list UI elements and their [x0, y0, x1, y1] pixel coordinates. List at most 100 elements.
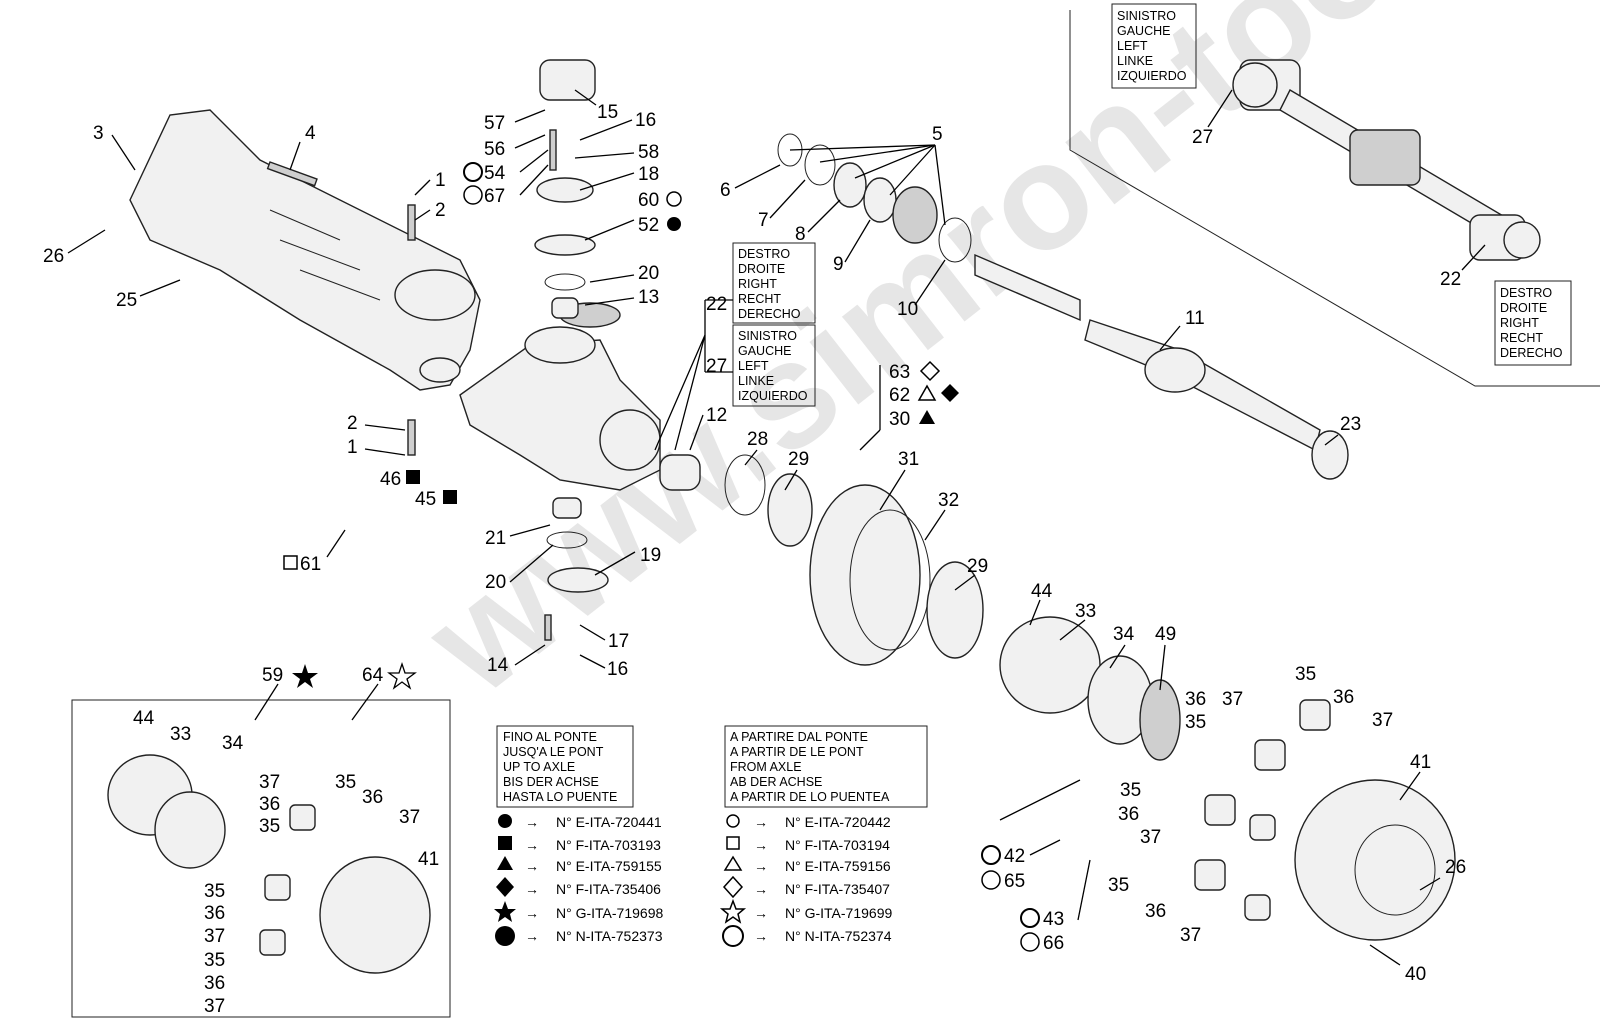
svg-text:65: 65 — [1004, 871, 1025, 892]
svg-text:37: 37 — [204, 996, 225, 1017]
svg-text:36: 36 — [259, 794, 280, 815]
svg-text:56: 56 — [484, 139, 505, 160]
svg-text:46: 46 — [380, 469, 401, 490]
svg-text:N° E-ITA-720441: N° E-ITA-720441 — [556, 814, 662, 830]
svg-text:18: 18 — [638, 164, 659, 185]
svg-text:31: 31 — [898, 449, 919, 470]
svg-text:N° F-ITA-703193: N° F-ITA-703193 — [556, 837, 661, 853]
svg-text:42: 42 — [1004, 846, 1025, 867]
filled-square-icon — [498, 836, 512, 850]
svg-text:LINKE: LINKE — [1117, 54, 1153, 68]
hub-assembly — [659, 454, 1181, 761]
svg-text:N° G-ITA-719699: N° G-ITA-719699 — [785, 905, 892, 921]
svg-text:37: 37 — [1180, 925, 1201, 946]
svg-text:→: → — [754, 881, 768, 897]
circled-open-star-icon — [722, 925, 744, 947]
svg-text:7: 7 — [758, 210, 769, 231]
svg-text:4: 4 — [305, 123, 316, 144]
svg-text:35: 35 — [1185, 712, 1206, 733]
svg-text:FINO AL PONTE: FINO AL PONTE — [503, 730, 597, 744]
axle-overview-inset: SINISTRO GAUCHE LEFT LINKE IZQUIERDO DES… — [1069, 3, 1600, 387]
svg-text:14: 14 — [487, 655, 509, 676]
svg-text:→: → — [754, 928, 768, 944]
mid-left-box: SINISTRO GAUCHE LEFT LINKE IZQUIERDO — [738, 329, 808, 403]
open-triangle-icon — [723, 855, 743, 871]
planet-carrier-right — [1294, 779, 1456, 941]
svg-text:N° N-ITA-752374: N° N-ITA-752374 — [785, 928, 892, 944]
svg-text:35: 35 — [335, 772, 356, 793]
svg-text:59: 59 — [262, 665, 283, 686]
lower-inset-parts — [107, 754, 431, 974]
svg-text:54: 54 — [484, 163, 506, 184]
svg-text:29: 29 — [788, 449, 809, 470]
svg-text:36: 36 — [1185, 689, 1206, 710]
svg-text:37: 37 — [1372, 710, 1393, 731]
svg-text:IZQUIERDO: IZQUIERDO — [1117, 69, 1187, 83]
axle-housing — [129, 109, 481, 391]
svg-text:→: → — [525, 858, 539, 874]
svg-text:FROM AXLE: FROM AXLE — [730, 760, 802, 774]
filled-triangle-icon — [497, 856, 513, 870]
filled-diamond-icon — [496, 877, 514, 897]
svg-text:57: 57 — [484, 113, 505, 134]
legend-right: → → → → → → N° E-ITA-720442 N° F-ITA-703… — [719, 814, 892, 947]
drive-shaft — [974, 253, 1349, 480]
svg-text:N° F-ITA-735407: N° F-ITA-735407 — [785, 881, 890, 897]
svg-text:A PARTIR DE LO PUENTEA: A PARTIR DE LO PUENTEA — [730, 790, 890, 804]
axle-overview-drawing — [1232, 59, 1541, 261]
circled-star-icon — [495, 926, 515, 946]
svg-text:67: 67 — [484, 186, 505, 207]
callout-27: 27 — [1192, 127, 1213, 148]
svg-text:→: → — [525, 905, 539, 921]
svg-text:DERECHO: DERECHO — [738, 307, 801, 321]
open-square-icon — [726, 836, 740, 850]
svg-text:28: 28 — [747, 429, 768, 450]
svg-text:2: 2 — [435, 200, 446, 221]
svg-text:1: 1 — [347, 437, 358, 458]
svg-text:35: 35 — [204, 881, 225, 902]
svg-text:26: 26 — [43, 246, 64, 267]
svg-text:17: 17 — [608, 631, 629, 652]
svg-text:61: 61 — [300, 554, 321, 575]
svg-text:RIGHT: RIGHT — [1500, 316, 1539, 330]
svg-text:→: → — [525, 928, 539, 944]
svg-text:44: 44 — [133, 708, 155, 729]
svg-text:37: 37 — [259, 772, 280, 793]
svg-text:N° E-ITA-759156: N° E-ITA-759156 — [785, 858, 891, 874]
partire-box: A PARTIRE DAL PONTE A PARTIR DE LE PONT … — [730, 730, 890, 804]
svg-text:JUSQ'A LE PONT: JUSQ'A LE PONT — [503, 745, 604, 759]
svg-text:21: 21 — [485, 528, 506, 549]
svg-text:30: 30 — [889, 409, 910, 430]
svg-text:35: 35 — [1295, 664, 1316, 685]
svg-text:DESTRO: DESTRO — [738, 247, 790, 261]
svg-text:36: 36 — [1333, 687, 1354, 708]
svg-text:DERECHO: DERECHO — [1500, 346, 1563, 360]
fino-box: FINO AL PONTE JUSQ'A LE PONT UP TO AXLE … — [503, 730, 617, 804]
svg-text:N° N-ITA-752373: N° N-ITA-752373 — [556, 928, 663, 944]
svg-text:3: 3 — [93, 123, 104, 144]
svg-text:A PARTIRE DAL PONTE: A PARTIRE DAL PONTE — [730, 730, 868, 744]
svg-text:37: 37 — [1140, 827, 1161, 848]
svg-text:60: 60 — [638, 190, 659, 211]
svg-text:1: 1 — [435, 170, 446, 191]
svg-text:64: 64 — [362, 665, 384, 686]
svg-text:35: 35 — [204, 950, 225, 971]
callout-22-mid: 22 — [706, 294, 727, 315]
planetary-gears-right — [1194, 699, 1331, 921]
svg-text:HASTA LO PUENTE: HASTA LO PUENTE — [503, 790, 617, 804]
callout-22: 22 — [1440, 269, 1461, 290]
svg-text:→: → — [754, 905, 768, 921]
svg-text:LINKE: LINKE — [738, 374, 774, 388]
lower-left-inset — [71, 699, 451, 1018]
svg-text:13: 13 — [638, 287, 659, 308]
svg-text:10: 10 — [897, 299, 918, 320]
filled-circle-icon — [498, 814, 512, 828]
leader-lines — [67, 89, 1441, 966]
bolts-housing — [266, 161, 416, 456]
svg-text:RECHT: RECHT — [1500, 331, 1543, 345]
svg-text:N° G-ITA-719698: N° G-ITA-719698 — [556, 905, 663, 921]
svg-text:36: 36 — [1145, 901, 1166, 922]
svg-text:25: 25 — [116, 290, 137, 311]
svg-text:GAUCHE: GAUCHE — [1117, 24, 1170, 38]
svg-text:BIS DER ACHSE: BIS DER ACHSE — [503, 775, 599, 789]
